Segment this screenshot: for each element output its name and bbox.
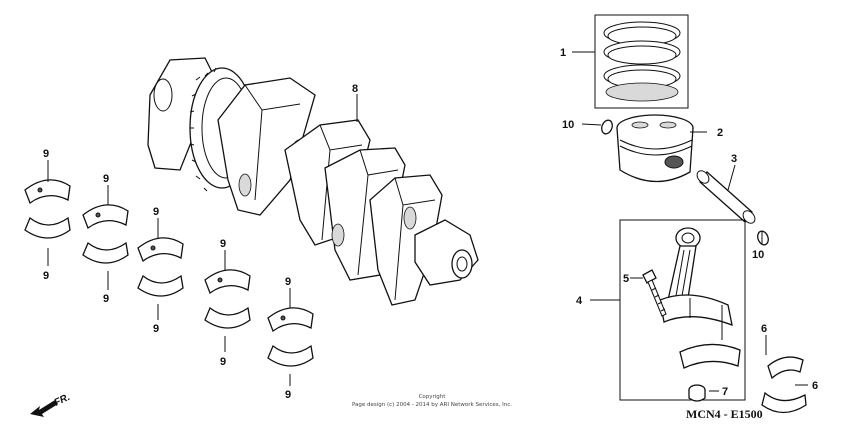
callout-9[interactable]: 9 (285, 276, 291, 288)
crankshaft[interactable] (147, 57, 479, 306)
callout-10a[interactable]: 10 (562, 119, 574, 131)
diagram-code: MCN4 - E1500 (686, 407, 763, 421)
piston[interactable] (616, 114, 694, 183)
callout-9[interactable]: 9 (220, 356, 226, 368)
arrow-icon (30, 400, 58, 417)
callout-8[interactable]: 8 (352, 83, 358, 95)
leader-lines (47, 51, 808, 392)
callout-6a[interactable]: 6 (761, 323, 767, 335)
piston-pin-clip-1[interactable] (600, 119, 614, 136)
callout-9[interactable]: 9 (153, 323, 159, 335)
callout-7[interactable]: 7 (722, 386, 728, 398)
callout-2[interactable]: 2 (717, 127, 723, 139)
callout-9[interactable]: 9 (43, 270, 49, 282)
callout-9[interactable]: 9 (103, 173, 109, 185)
callout-10b[interactable]: 10 (752, 249, 764, 261)
callout-5[interactable]: 5 (623, 273, 629, 285)
callout-4[interactable]: 4 (576, 295, 583, 307)
conrod-bearing-pair[interactable] (761, 356, 807, 414)
piston-ring-set[interactable] (594, 14, 689, 109)
copyright-line-1: Copyright (419, 394, 447, 400)
callout-1[interactable]: 1 (560, 47, 566, 59)
callout-9[interactable]: 9 (285, 389, 291, 401)
conrod-nut[interactable] (688, 384, 706, 402)
piston-pin-clip-2[interactable] (756, 230, 770, 247)
main-bearing-pair-2[interactable] (82, 204, 129, 264)
callout-9[interactable]: 9 (43, 148, 49, 160)
callout-9[interactable]: 9 (153, 206, 159, 218)
main-bearing-pair-4[interactable] (204, 269, 251, 329)
copyright-line-2: Page design (c) 2004 - 2014 by ARI Netwo… (352, 402, 512, 408)
callout-3[interactable]: 3 (731, 153, 737, 165)
connecting-rod-assembly[interactable] (619, 219, 746, 401)
conrod-bolt[interactable] (642, 269, 667, 317)
piston-pin[interactable] (695, 168, 758, 225)
main-bearing-pair-3[interactable] (137, 237, 184, 297)
main-bearing-pair-1[interactable] (24, 179, 71, 239)
direction-label: FR. (53, 392, 72, 409)
callout-9[interactable]: 9 (103, 293, 109, 305)
front-direction-arrow: FR. (30, 392, 72, 417)
callout-6b[interactable]: 6 (812, 380, 818, 392)
callout-9[interactable]: 9 (220, 238, 226, 250)
main-bearing-pair-5[interactable] (267, 307, 314, 367)
